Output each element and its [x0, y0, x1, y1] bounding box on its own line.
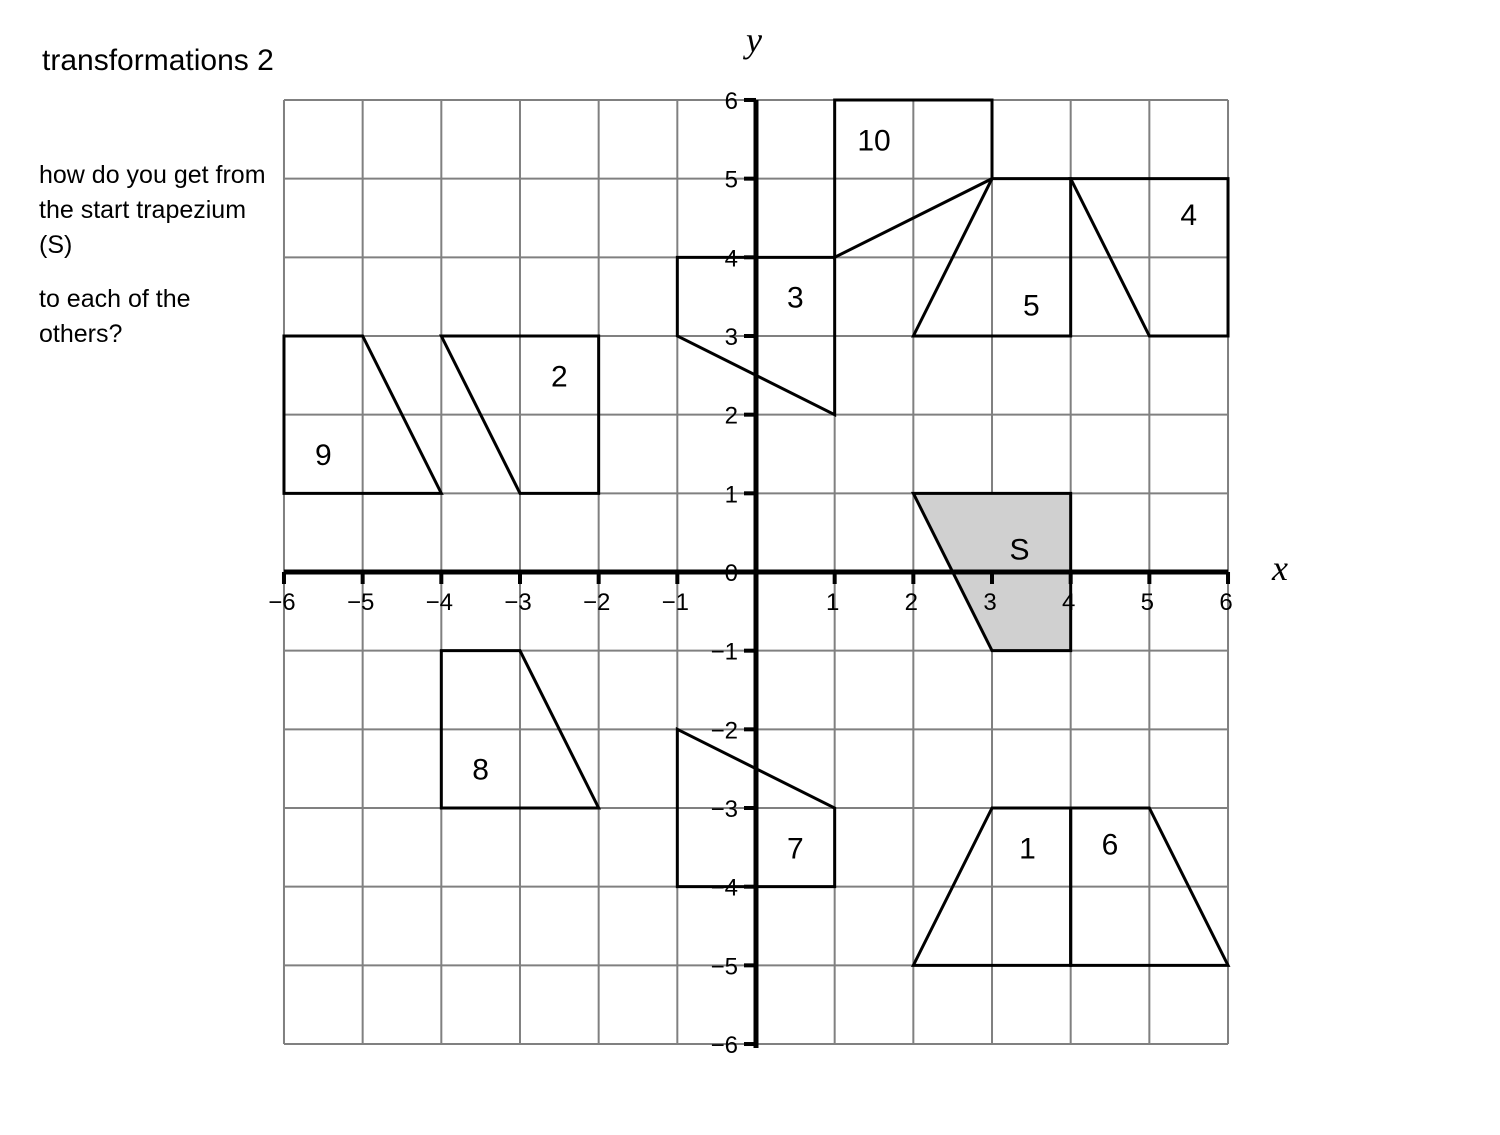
question-text-line2: to each of the others?	[39, 285, 191, 348]
y-tick-label: −1	[711, 639, 738, 666]
x-tick-label: −4	[426, 589, 453, 616]
shape-4	[1068, 177, 1230, 338]
y-tick-label: 3	[725, 324, 738, 351]
y-tick-label: 2	[725, 403, 738, 430]
shape-label-5: 5	[1023, 290, 1040, 323]
x-tick-label: 5	[1141, 589, 1154, 616]
shape-10	[833, 98, 994, 260]
shape-label-2: 2	[551, 360, 568, 393]
x-tick-label: −5	[347, 589, 374, 616]
x-tick-label: 1	[826, 589, 839, 616]
y-tick-label: 4	[725, 245, 738, 272]
y-tick-label: −4	[711, 875, 738, 902]
shape-label-8: 8	[472, 754, 489, 787]
y-axis-label: y	[743, 20, 762, 60]
shape-5	[910, 177, 1073, 338]
page-title: transformations 2	[42, 44, 274, 77]
x-tick-label: −6	[268, 589, 295, 616]
y-tick-label: −5	[711, 953, 738, 980]
shape-label-7: 7	[787, 832, 804, 865]
y-tick-label: 1	[725, 481, 738, 508]
question-text-line1: how do you get from the start trapezium …	[39, 161, 266, 259]
shape-7	[675, 726, 837, 889]
shape-label-9: 9	[315, 439, 332, 472]
y-tick-label: −6	[711, 1032, 738, 1059]
y-tick-label: 5	[725, 167, 738, 194]
x-tick-label: 6	[1219, 589, 1232, 616]
shape-9	[282, 334, 444, 495]
shape-label-4: 4	[1180, 199, 1197, 232]
shape-8	[439, 649, 602, 810]
x-tick-label: 4	[1062, 589, 1075, 616]
shape-label-6: 6	[1102, 828, 1119, 861]
y-tick-label: −2	[711, 717, 738, 744]
x-tick-label: 2	[905, 589, 918, 616]
shape-3	[675, 255, 837, 418]
y-tick-label: 0	[725, 560, 738, 587]
shape-label-10: 10	[857, 124, 890, 157]
y-tick-label: 6	[725, 88, 738, 115]
shape-6	[1069, 806, 1231, 967]
x-tick-label: −3	[504, 589, 531, 616]
shape-label-3: 3	[787, 282, 804, 315]
shapes-layer	[282, 98, 1231, 967]
x-tick-label: 3	[983, 589, 996, 616]
x-tick-label: −2	[583, 589, 610, 616]
shape-label-s: S	[1010, 533, 1030, 566]
x-axis-label: x	[1271, 548, 1288, 588]
y-tick-label: −3	[711, 796, 738, 823]
shape-label-1: 1	[1019, 832, 1036, 865]
x-tick-label: −1	[662, 589, 689, 616]
shape-2	[438, 334, 601, 495]
